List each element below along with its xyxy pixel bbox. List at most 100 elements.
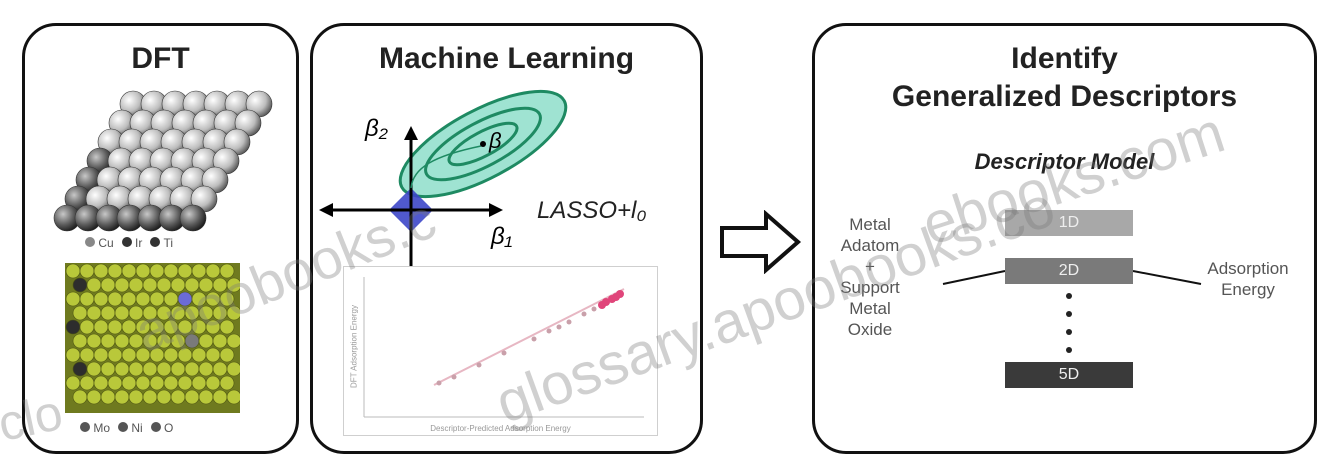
lattice-atom [121,291,137,307]
parity-point [436,380,442,386]
lattice-atom [142,389,158,405]
lattice-atom [93,319,109,335]
lattice-atom [142,361,158,377]
output-label: Adsorption Energy [1207,259,1289,299]
lattice-atom [79,375,95,391]
lattice-atom [72,277,88,293]
lattice-atom [121,263,137,279]
contour-inner [447,121,519,167]
lattice-atom [212,305,228,321]
lattice-atom [149,291,165,307]
lattice-atom [212,389,228,405]
lattice-atom [86,361,102,377]
descriptor-bar-1d: 1D [1005,210,1133,236]
parity-point [566,319,572,325]
lattice-atom [65,291,81,307]
lattice-atom [163,319,179,335]
lattice-atom [170,361,186,377]
lattice-atom [79,263,95,279]
lattice-atom [205,375,221,391]
lattice-atom [205,347,221,363]
lattice-atom [128,305,144,321]
lattice-atom [163,375,179,391]
lattice-atom [184,277,200,293]
identify-panel: Identify Generalized Descriptors Descrip… [812,23,1317,454]
lattice-atom [86,333,102,349]
descriptor-model-label: Descriptor Model [974,149,1155,174]
parity-point [501,350,507,356]
descriptor-bar-5d: 5D [1005,362,1133,388]
ml-panel: Machine Learning β β₂ β₁ LASSO+l₀ [310,23,703,454]
parity-plot: Descriptor-Predicted Adsorption Energy D… [343,266,658,436]
lattice-atom [135,291,151,307]
lattice-atom [114,333,130,349]
lattice-atom [100,361,116,377]
lattice-atom [149,263,165,279]
lattice-atom [163,347,179,363]
lattice-atom [121,347,137,363]
lattice-atom [184,389,200,405]
lattice-atom [156,361,172,377]
lattice-atom [212,277,228,293]
lattice-atom [149,319,165,335]
lattice-atom [219,347,235,363]
lattice-atom [65,319,81,335]
lattice-atom [65,375,81,391]
parity-point [591,306,597,312]
parity-point [546,328,552,334]
lattice-atom [93,347,109,363]
lattice-atom [100,305,116,321]
lattice-atom [226,305,240,321]
atom [179,204,207,232]
lattice-atom [156,389,172,405]
descriptor-bar-2d: 2D [1005,258,1133,284]
lattice-atom [107,291,123,307]
beta-label: β [488,128,502,153]
lattice-atom [212,333,228,349]
lattice-atom [156,333,172,349]
lattice-atom [177,347,193,363]
oxide-surface-structure [65,263,240,413]
lattice-atom [191,375,207,391]
lattice-atom [226,333,240,349]
lattice-atom [226,361,240,377]
lattice-atom [114,305,130,321]
lattice-atom [114,361,130,377]
lattice-atom [219,263,235,279]
lattice-atom [198,277,214,293]
parity-point [602,298,610,306]
parity-point [476,362,482,368]
lattice-atom [156,305,172,321]
lattice-atom [100,389,116,405]
lattice-atom [198,333,214,349]
input-features-label: Metal Adatom + Support Metal Oxide [840,215,900,339]
parity-point [531,336,537,342]
lattice-atom [191,291,207,307]
ml-title: Machine Learning [378,42,635,75]
lattice-atom [135,375,151,391]
dft-title: DFT [131,42,190,75]
lattice-atom [72,305,88,321]
lattice-atom [205,263,221,279]
lattice-atom [100,277,116,293]
lattice-atom [121,319,137,335]
parity-plot-ylabel: DFT Adsorption Energy [349,305,359,389]
lattice-atom [142,277,158,293]
beta2-label: β₂ [364,115,388,142]
lattice-atom [65,347,81,363]
lattice-atom [163,291,179,307]
lattice-atom [170,305,186,321]
workflow-arrow-icon [720,210,802,274]
lattice-atom [100,333,116,349]
lattice-atom [170,389,186,405]
lattice-atom [107,263,123,279]
lattice-atom [107,347,123,363]
lattice-atom [135,319,151,335]
lattice-atom [170,277,186,293]
lattice-atom [149,375,165,391]
parity-point [556,324,562,330]
lattice-atom [93,375,109,391]
y-arrow-up [404,126,418,140]
lattice-atom [86,389,102,405]
lattice-atom [191,263,207,279]
